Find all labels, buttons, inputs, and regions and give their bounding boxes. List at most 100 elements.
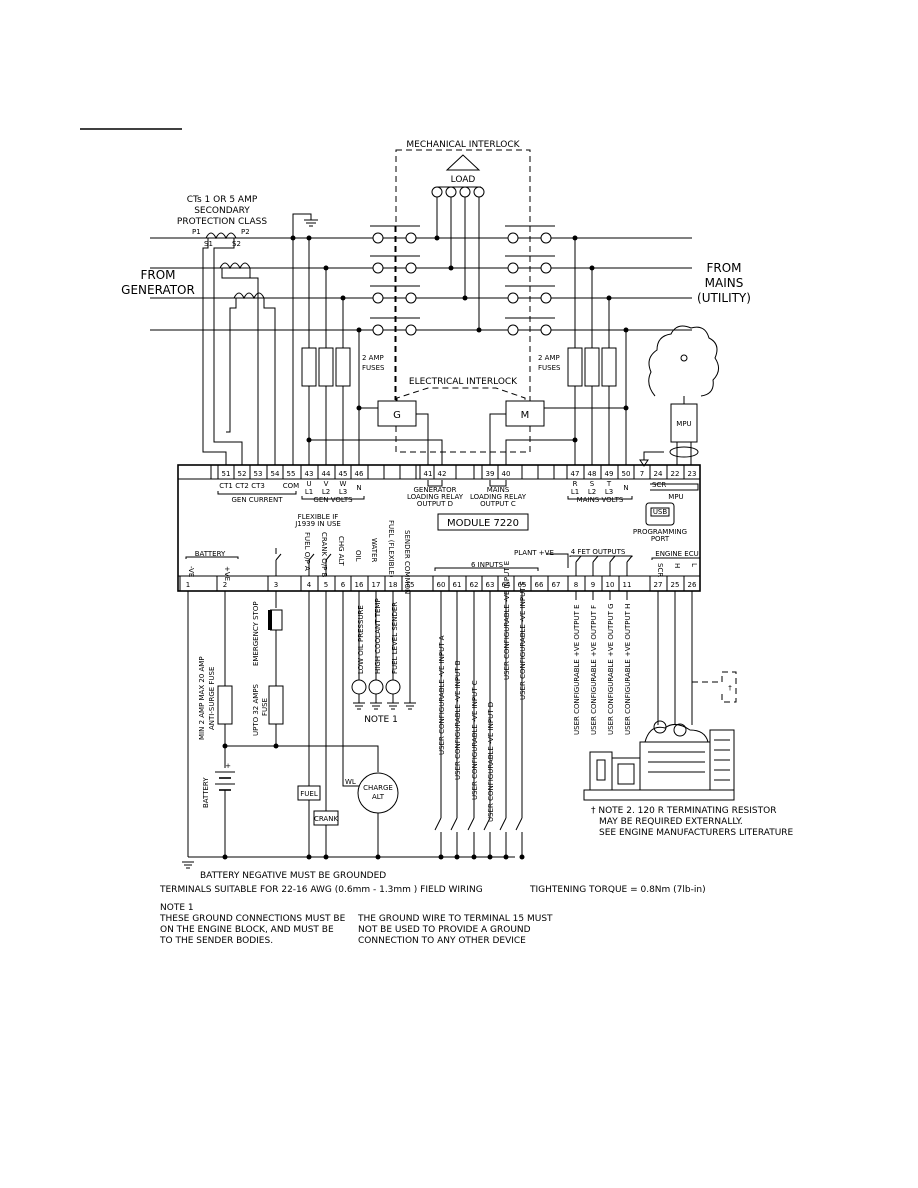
electrical-interlock: ELECTRICAL INTERLOCK xyxy=(396,377,526,401)
r-label: R xyxy=(573,480,578,488)
top-terminal-16: 50 xyxy=(622,470,631,478)
bottom-terminal-1: 2 xyxy=(223,581,227,589)
ct2-icon xyxy=(219,262,251,270)
note1-left-line1: THESE GROUND CONNECTIONS MUST BE xyxy=(159,914,346,924)
charge-label: CHARGE xyxy=(363,784,393,792)
svg-text:†: † xyxy=(728,684,732,692)
wl-label: WL xyxy=(345,778,356,786)
bottom-terminal-10: 60 xyxy=(437,581,446,589)
bottom-terminal-9: 15 xyxy=(406,581,415,589)
bottom-terminal-16: 66 xyxy=(535,581,544,589)
fet-outputs-label: 4 FET OUTPUTS xyxy=(571,548,626,556)
flywheel-icon xyxy=(648,325,719,397)
bottom-terminal-18: 8 xyxy=(574,581,578,589)
bottom-terminal-4: 5 xyxy=(324,581,328,589)
gen-current-label: GEN CURRENT xyxy=(232,496,284,504)
battery-ground-note: BATTERY NEGATIVE MUST BE GROUNDED xyxy=(200,871,386,881)
bottom-terminal-17: 67 xyxy=(552,581,561,589)
top-terminal-18: 24 xyxy=(654,470,663,478)
fuel-output-label: FUEL O/P A xyxy=(303,532,311,571)
note2-line1: † NOTE 2. 120 R TERMINATING RESISTOR xyxy=(591,806,776,816)
mains-fuses-line2: FUSES xyxy=(538,364,561,372)
note1-left-line2: ON THE ENGINE BLOCK, AND MUST BE xyxy=(160,925,334,935)
bottom-terminal-20: 10 xyxy=(606,581,615,589)
anti-surge-fuse xyxy=(217,685,233,725)
t-label: T xyxy=(606,480,612,488)
module-name: MODULE 7220 xyxy=(447,518,519,529)
bottom-terminal-22: 27 xyxy=(654,581,663,589)
bottom-terminal-2: 3 xyxy=(274,581,278,589)
note2-line3: SEE ENGINE MANUFACTURERS LITERATURE xyxy=(599,828,794,838)
mpu-label: MPU xyxy=(668,493,683,501)
bottom-terminal-11: 61 xyxy=(453,581,462,589)
top-terminal-6: 44 xyxy=(322,470,331,478)
crank-box-label: CRANK xyxy=(314,815,338,823)
note1-right-line1: THE GROUND WIRE TO TERMINAL 15 MUST xyxy=(357,914,553,924)
gen-fuses-line1: 2 AMP xyxy=(362,354,384,362)
p2-label: P2 xyxy=(241,228,250,236)
ecu-h-label: H xyxy=(673,563,681,568)
mains-relay-line1: MAINS xyxy=(487,486,510,494)
gen-n-label: N xyxy=(356,484,361,492)
gen-relay-line2: LOADING RELAY xyxy=(407,493,464,501)
v-label: V xyxy=(324,480,329,488)
output-label-3: USER CONFIGURABLE +VE OUTPUT H xyxy=(624,604,632,735)
output-label-2: USER CONFIGURABLE +VE OUTPUT G xyxy=(607,603,615,735)
top-terminal-12: 40 xyxy=(502,470,511,478)
mains-l3-label: L3 xyxy=(605,488,613,496)
oil-pressure-sender xyxy=(351,679,367,695)
s2-label: S2 xyxy=(232,240,241,248)
bottom-terminal-12: 62 xyxy=(470,581,479,589)
ct1-label: CT1 xyxy=(219,482,233,490)
mains-coil-label: M xyxy=(521,410,530,421)
bottom-terminal-14: 64 xyxy=(502,581,511,589)
bottom-terminal-19: 9 xyxy=(591,581,595,589)
top-terminal-0: 51 xyxy=(222,470,231,478)
top-terminal-15: 49 xyxy=(605,470,614,478)
ct-note-line2: SECONDARY xyxy=(194,206,250,216)
plant-ve-label: PLANT +VE xyxy=(514,549,554,557)
busbars xyxy=(150,237,692,331)
ct3-label: CT3 xyxy=(251,482,265,490)
oil-label: OIL xyxy=(354,550,362,562)
scr-label: SCR xyxy=(652,481,666,489)
mains-coil xyxy=(505,400,545,427)
note1-left-line3: TO THE SENDER BODIES. xyxy=(159,936,273,946)
top-terminal-4: 55 xyxy=(287,470,296,478)
top-terminal-13: 47 xyxy=(571,470,580,478)
port-label: PORT xyxy=(651,535,670,543)
upto-fuse-line1: UPTO 32 AMPS xyxy=(252,683,260,736)
top-terminal-20: 23 xyxy=(688,470,697,478)
bottom-terminal-3: 4 xyxy=(307,581,312,589)
ct1-icon xyxy=(205,232,237,240)
top-terminal-19: 22 xyxy=(671,470,680,478)
ct-note-line1: CTs 1 OR 5 AMP xyxy=(187,195,258,205)
mains-l1-label: L1 xyxy=(571,488,579,496)
gen-relay-line3: OUTPUT D xyxy=(417,500,453,508)
battery-pos-label: +VE xyxy=(223,566,231,581)
mains-relay-line2: LOADING RELAY xyxy=(470,493,527,501)
mains-n-label: N xyxy=(623,484,628,492)
bottom-terminal-21: 11 xyxy=(623,581,632,589)
six-inputs-label: 6 INPUTS xyxy=(471,561,504,569)
top-terminal-5: 43 xyxy=(305,470,314,478)
generator-coil xyxy=(377,400,417,427)
gen-volts-label: GEN VOLTS xyxy=(313,496,353,504)
bottom-terminal-strip xyxy=(177,575,701,592)
min-fuse-line1: MIN 2 AMP MAX 20 AMP xyxy=(198,656,206,740)
utility-label: (UTILITY) xyxy=(697,291,751,305)
torque-note: TIGHTENING TORQUE = 0.8Nm (7lb-in) xyxy=(529,885,706,895)
top-terminal-7: 45 xyxy=(339,470,348,478)
top-terminal-2: 53 xyxy=(254,470,263,478)
input-label-5: USER CONFIGURABLE -VE INPUT F xyxy=(519,581,527,700)
internal-switches xyxy=(275,548,633,576)
high-coolant-temp-label: HIGH COOLANT TEMP xyxy=(374,598,382,674)
note1-right-line2: NOT BE USED TO PROVIDE A GROUND xyxy=(358,925,531,935)
top-terminal-3: 54 xyxy=(271,470,280,478)
mechanical-interlock-label: MECHANICAL INTERLOCK xyxy=(406,140,520,150)
top-terminal-1: 52 xyxy=(238,470,247,478)
bottom-terminal-15: 65 xyxy=(518,581,527,589)
flexible-line2: J1939 IN USE xyxy=(294,520,341,528)
mains-from-label: FROM xyxy=(706,261,741,275)
